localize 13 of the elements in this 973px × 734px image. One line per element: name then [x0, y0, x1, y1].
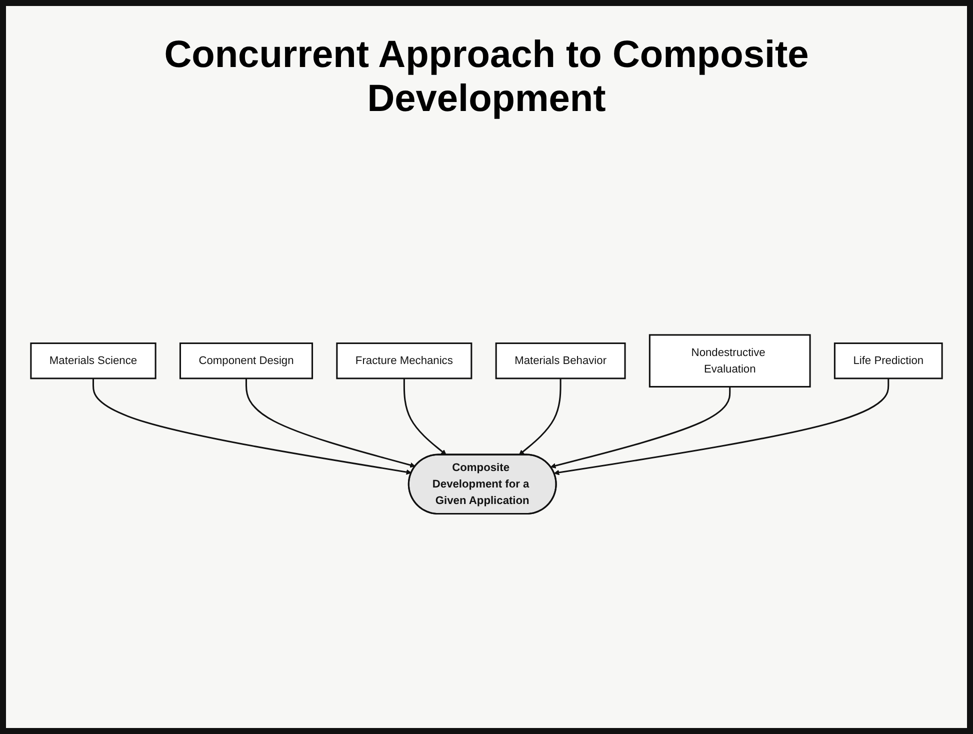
arrow [554, 378, 890, 476]
arrow [92, 378, 412, 476]
node-box: Fracture Mechanics [336, 342, 472, 380]
node-box: Materials Science [30, 342, 156, 380]
arrow [245, 378, 416, 468]
arrow [550, 387, 731, 469]
node-box: Materials Behavior [495, 342, 626, 380]
node-box: Life Prediction [834, 342, 943, 380]
diagram-title: Concurrent Approach to Composite Development [163, 34, 810, 122]
node-box: Component Design [179, 342, 314, 380]
arrow [403, 378, 446, 456]
node-box: Nondestructive Evaluation [648, 334, 811, 388]
arrow [518, 378, 562, 456]
